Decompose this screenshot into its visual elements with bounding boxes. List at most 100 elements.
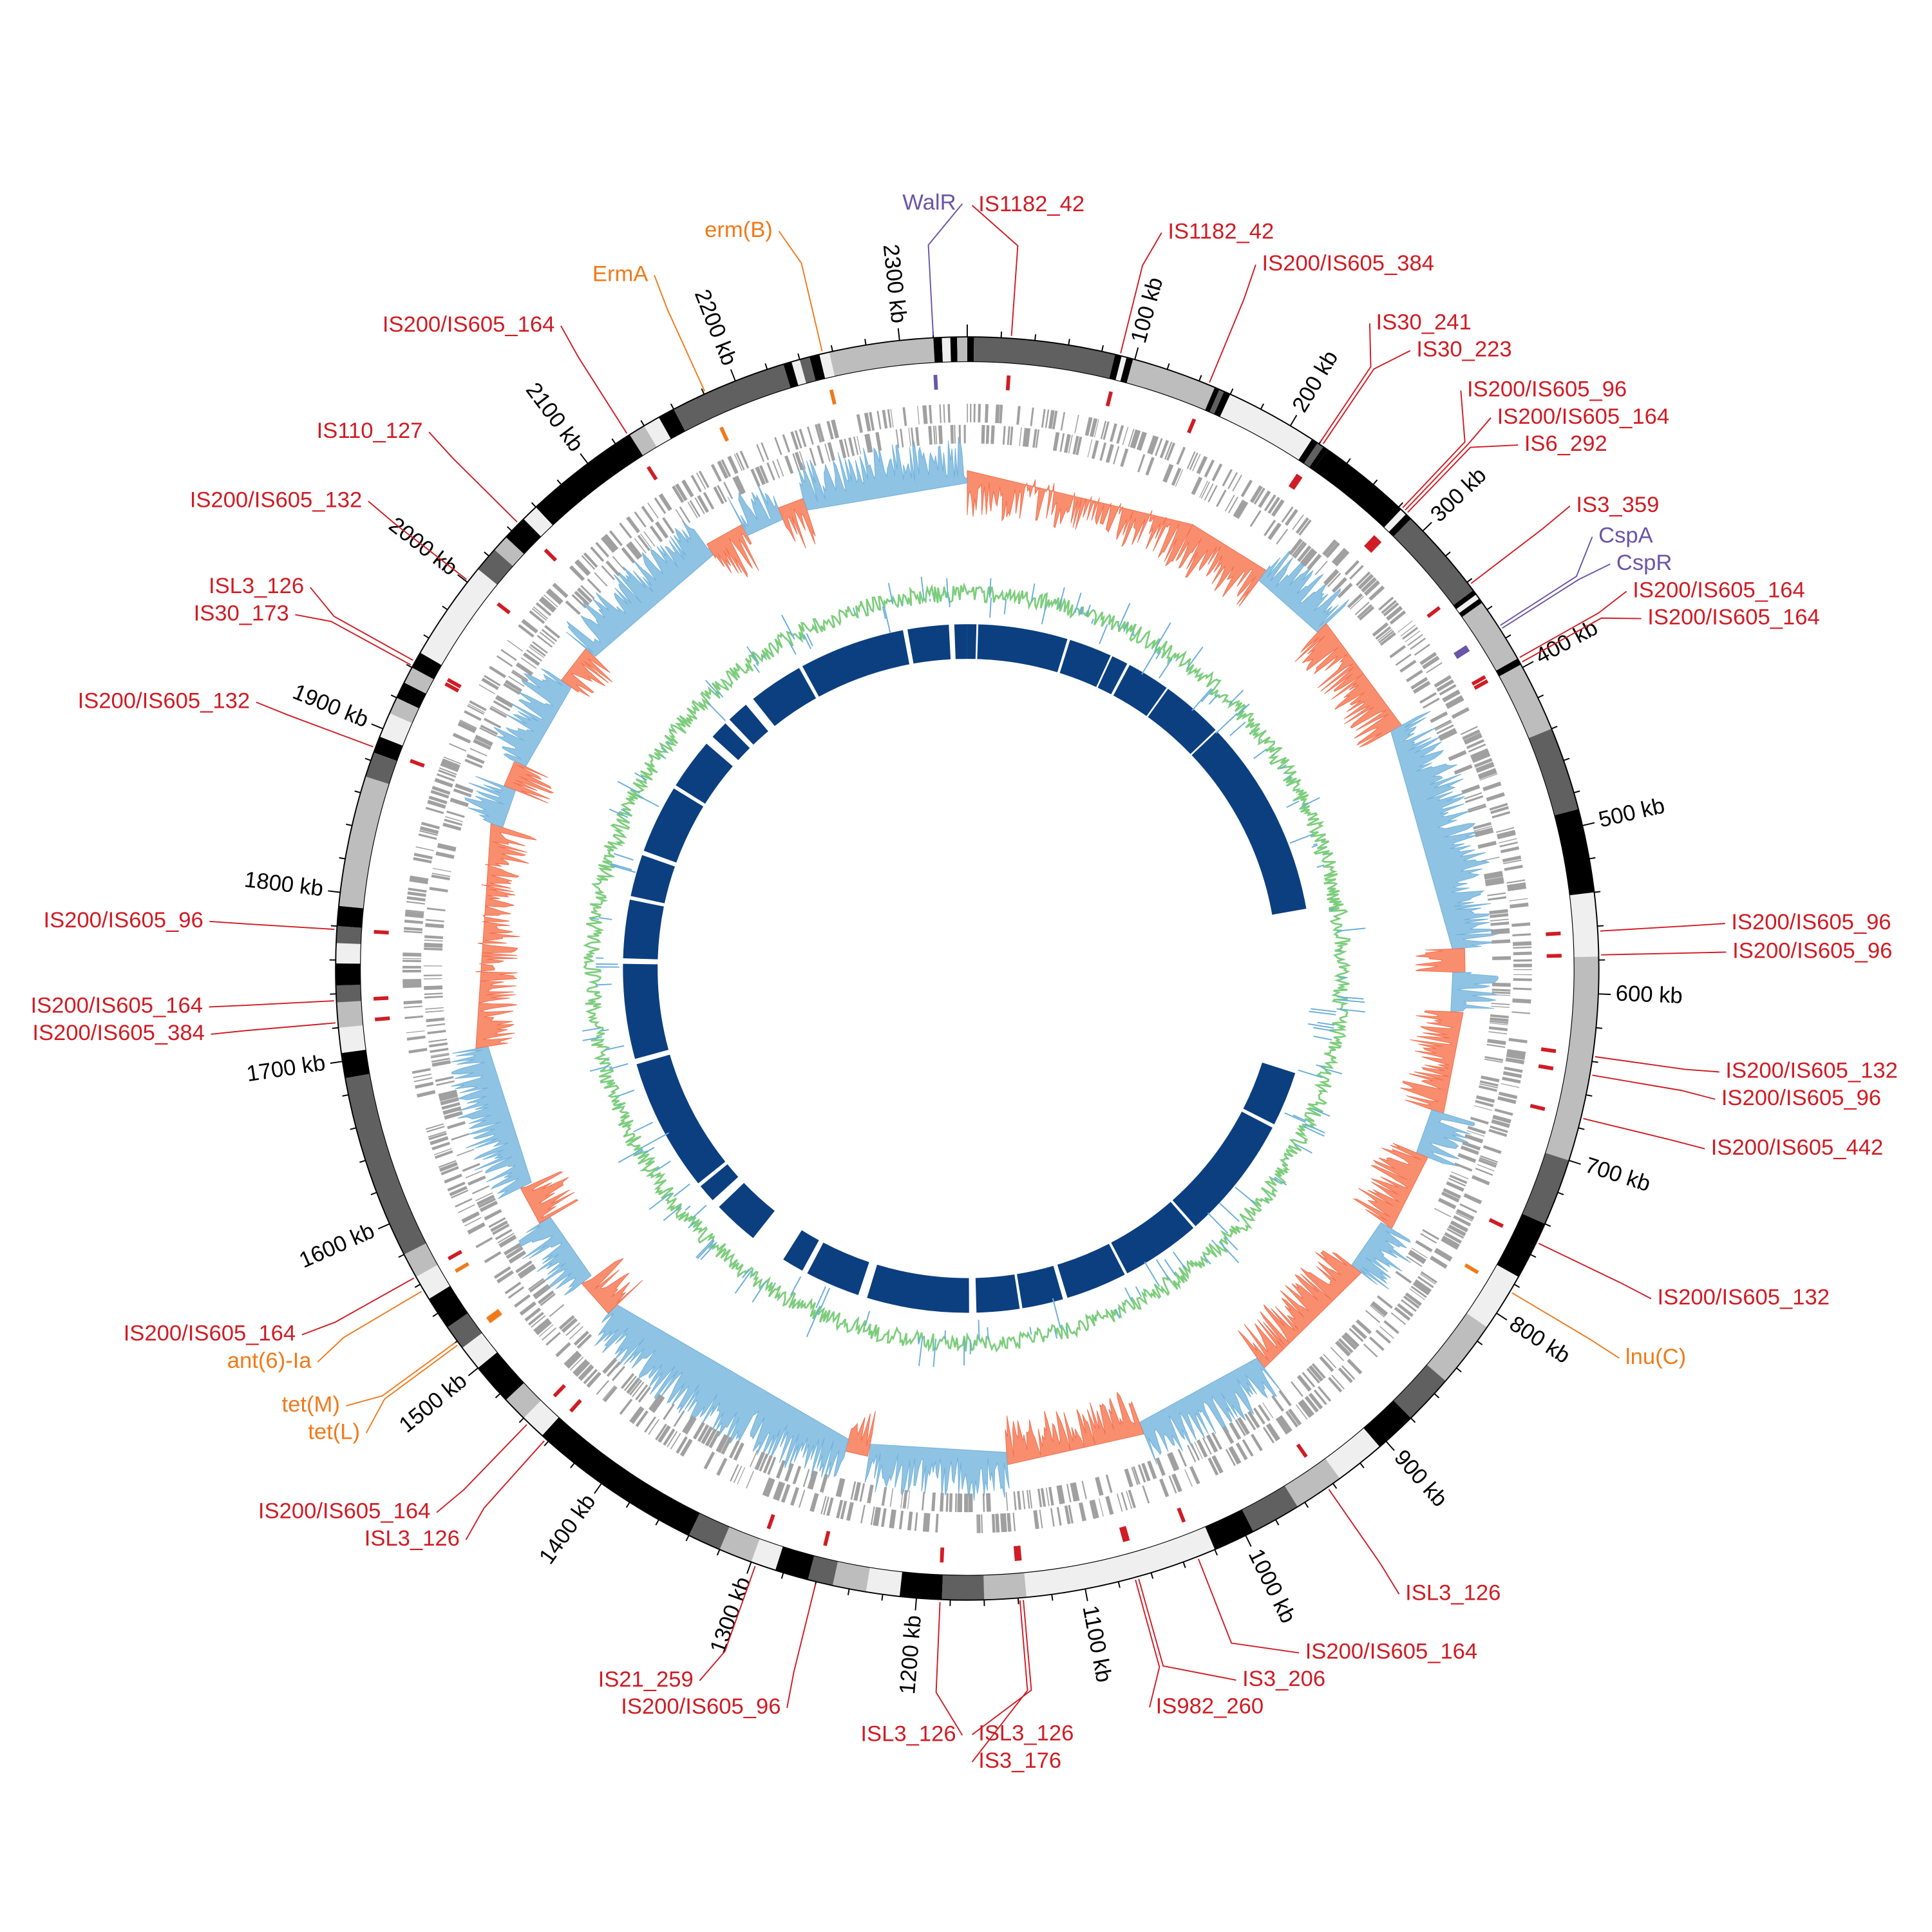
contig-segment [974,337,1115,379]
contig-segment [775,1546,815,1580]
is-element-mark [1426,606,1441,618]
synteny-block [807,1242,869,1295]
synteny-block [700,1164,739,1200]
gc-skew-positive [1258,550,1349,633]
is-element-label: IS200/IS605_164 [1647,605,1820,630]
is-element-mark [410,759,425,768]
regulator-gene-label: WalR [902,191,956,215]
contig-segment [1462,602,1518,671]
synteny-block [1113,665,1167,716]
is-element-mark [1288,473,1300,488]
contig-segment [1545,956,1599,1160]
tick-label: 600 kb [1615,981,1683,1009]
contig-segment [629,426,657,456]
contig-segment [389,697,419,723]
is-element-mark [1105,391,1113,407]
contig-segment [379,713,413,746]
label-leader-line [971,205,1019,336]
contig-segment [1363,1400,1411,1447]
contig-segment [1453,590,1477,609]
gc-skew-negative [1175,524,1267,607]
contig-segment [1205,1510,1254,1550]
tick-label: 1600 kb [296,1218,378,1273]
is-element-mark [1364,535,1378,549]
gc-skew-negative [504,761,554,804]
synteny-block [753,668,817,726]
is-element-label: IS3_176 [978,1748,1061,1773]
synteny-block [719,1182,775,1238]
label-leader-line [654,274,706,392]
label-leader-line [927,203,963,336]
contig-segment [420,569,498,665]
tick-label: 1400 kb [535,1490,600,1568]
is-element-label: IS30_223 [1416,337,1511,362]
gc-skew-negative [1294,623,1403,748]
label-leader-line [1135,1579,1160,1708]
synteny-block [1017,1265,1063,1309]
gene-mark [1455,647,1470,659]
is-element-label: IS200/IS605_164 [30,994,203,1018]
synteny-block [712,723,750,761]
gc-skew-negative [777,498,816,549]
is-element-mark [1005,375,1011,391]
label-leader-line [972,1600,1032,1736]
gene-mark [1454,645,1468,657]
gc-skew-negative [706,524,759,578]
contig-segment [404,667,434,694]
is-element-mark [1177,1507,1186,1523]
gene-mark [1464,1263,1479,1274]
contig-segment [336,926,362,944]
tick-label: 2200 kb [690,286,742,369]
is-element-mark [1296,1443,1308,1458]
contig-segment [957,337,967,362]
gc-skew-positive [1450,972,1499,1012]
label-leader-line [1522,617,1642,663]
contig-segment [336,985,361,1003]
contig-segment [1495,658,1521,677]
label-leader-line [1511,1292,1620,1359]
resistance-gene-label: erm(B) [705,218,773,242]
label-leader-line [1470,506,1571,584]
contig-segment [1499,664,1552,739]
gene-mark [488,1311,502,1323]
is-element-label: IS200/IS605_96 [621,1694,781,1719]
contig-ideogram [335,336,1600,1601]
contig-segment [1384,509,1406,533]
is-element-label: IS200/IS605_164 [258,1499,431,1524]
contig-segment [1242,1485,1298,1532]
synteny-block [867,1264,969,1313]
label-leader-line [1601,951,1727,956]
synteny-block [643,788,704,863]
gc-skew-positive [451,1046,532,1200]
contig-segment [542,1417,700,1536]
gc-skew-negative [1238,1250,1362,1369]
gc-skew-positive [1350,1222,1412,1290]
label-leader-line [301,1277,415,1336]
tick-label: 800 kb [1505,1311,1575,1368]
label-leader-line [465,1440,545,1540]
synteny-block [676,743,733,804]
contig-segment [341,1049,370,1079]
is-element-label: IS200/IS605_132 [78,689,251,714]
contig-segment [983,1572,1027,1600]
synteny-block [1111,1202,1194,1274]
contig-segment [1205,387,1220,412]
label-leader-line [560,325,628,434]
label-leader-line [1322,350,1411,444]
gene-track [402,403,1532,1533]
contig-segment [1298,439,1318,464]
synteny-block [1243,1062,1296,1124]
is-element-label: ISL3_126 [365,1526,460,1551]
tick-label: 200 kb [1288,346,1343,417]
gc-skew-positive [797,436,968,511]
is-element-label: IS3_359 [1576,493,1659,517]
label-leader-line [1138,1578,1236,1681]
is-element-label: IS200/IS605_164 [1633,578,1805,602]
label-leader-line [256,701,374,748]
is-element-label: IS200/IS605_96 [1732,939,1892,963]
is-element-mark [1540,1047,1557,1054]
label-leader-line [211,1022,336,1035]
label-leader-line [1407,444,1519,513]
resistance-gene-label: ErmA [592,261,649,286]
